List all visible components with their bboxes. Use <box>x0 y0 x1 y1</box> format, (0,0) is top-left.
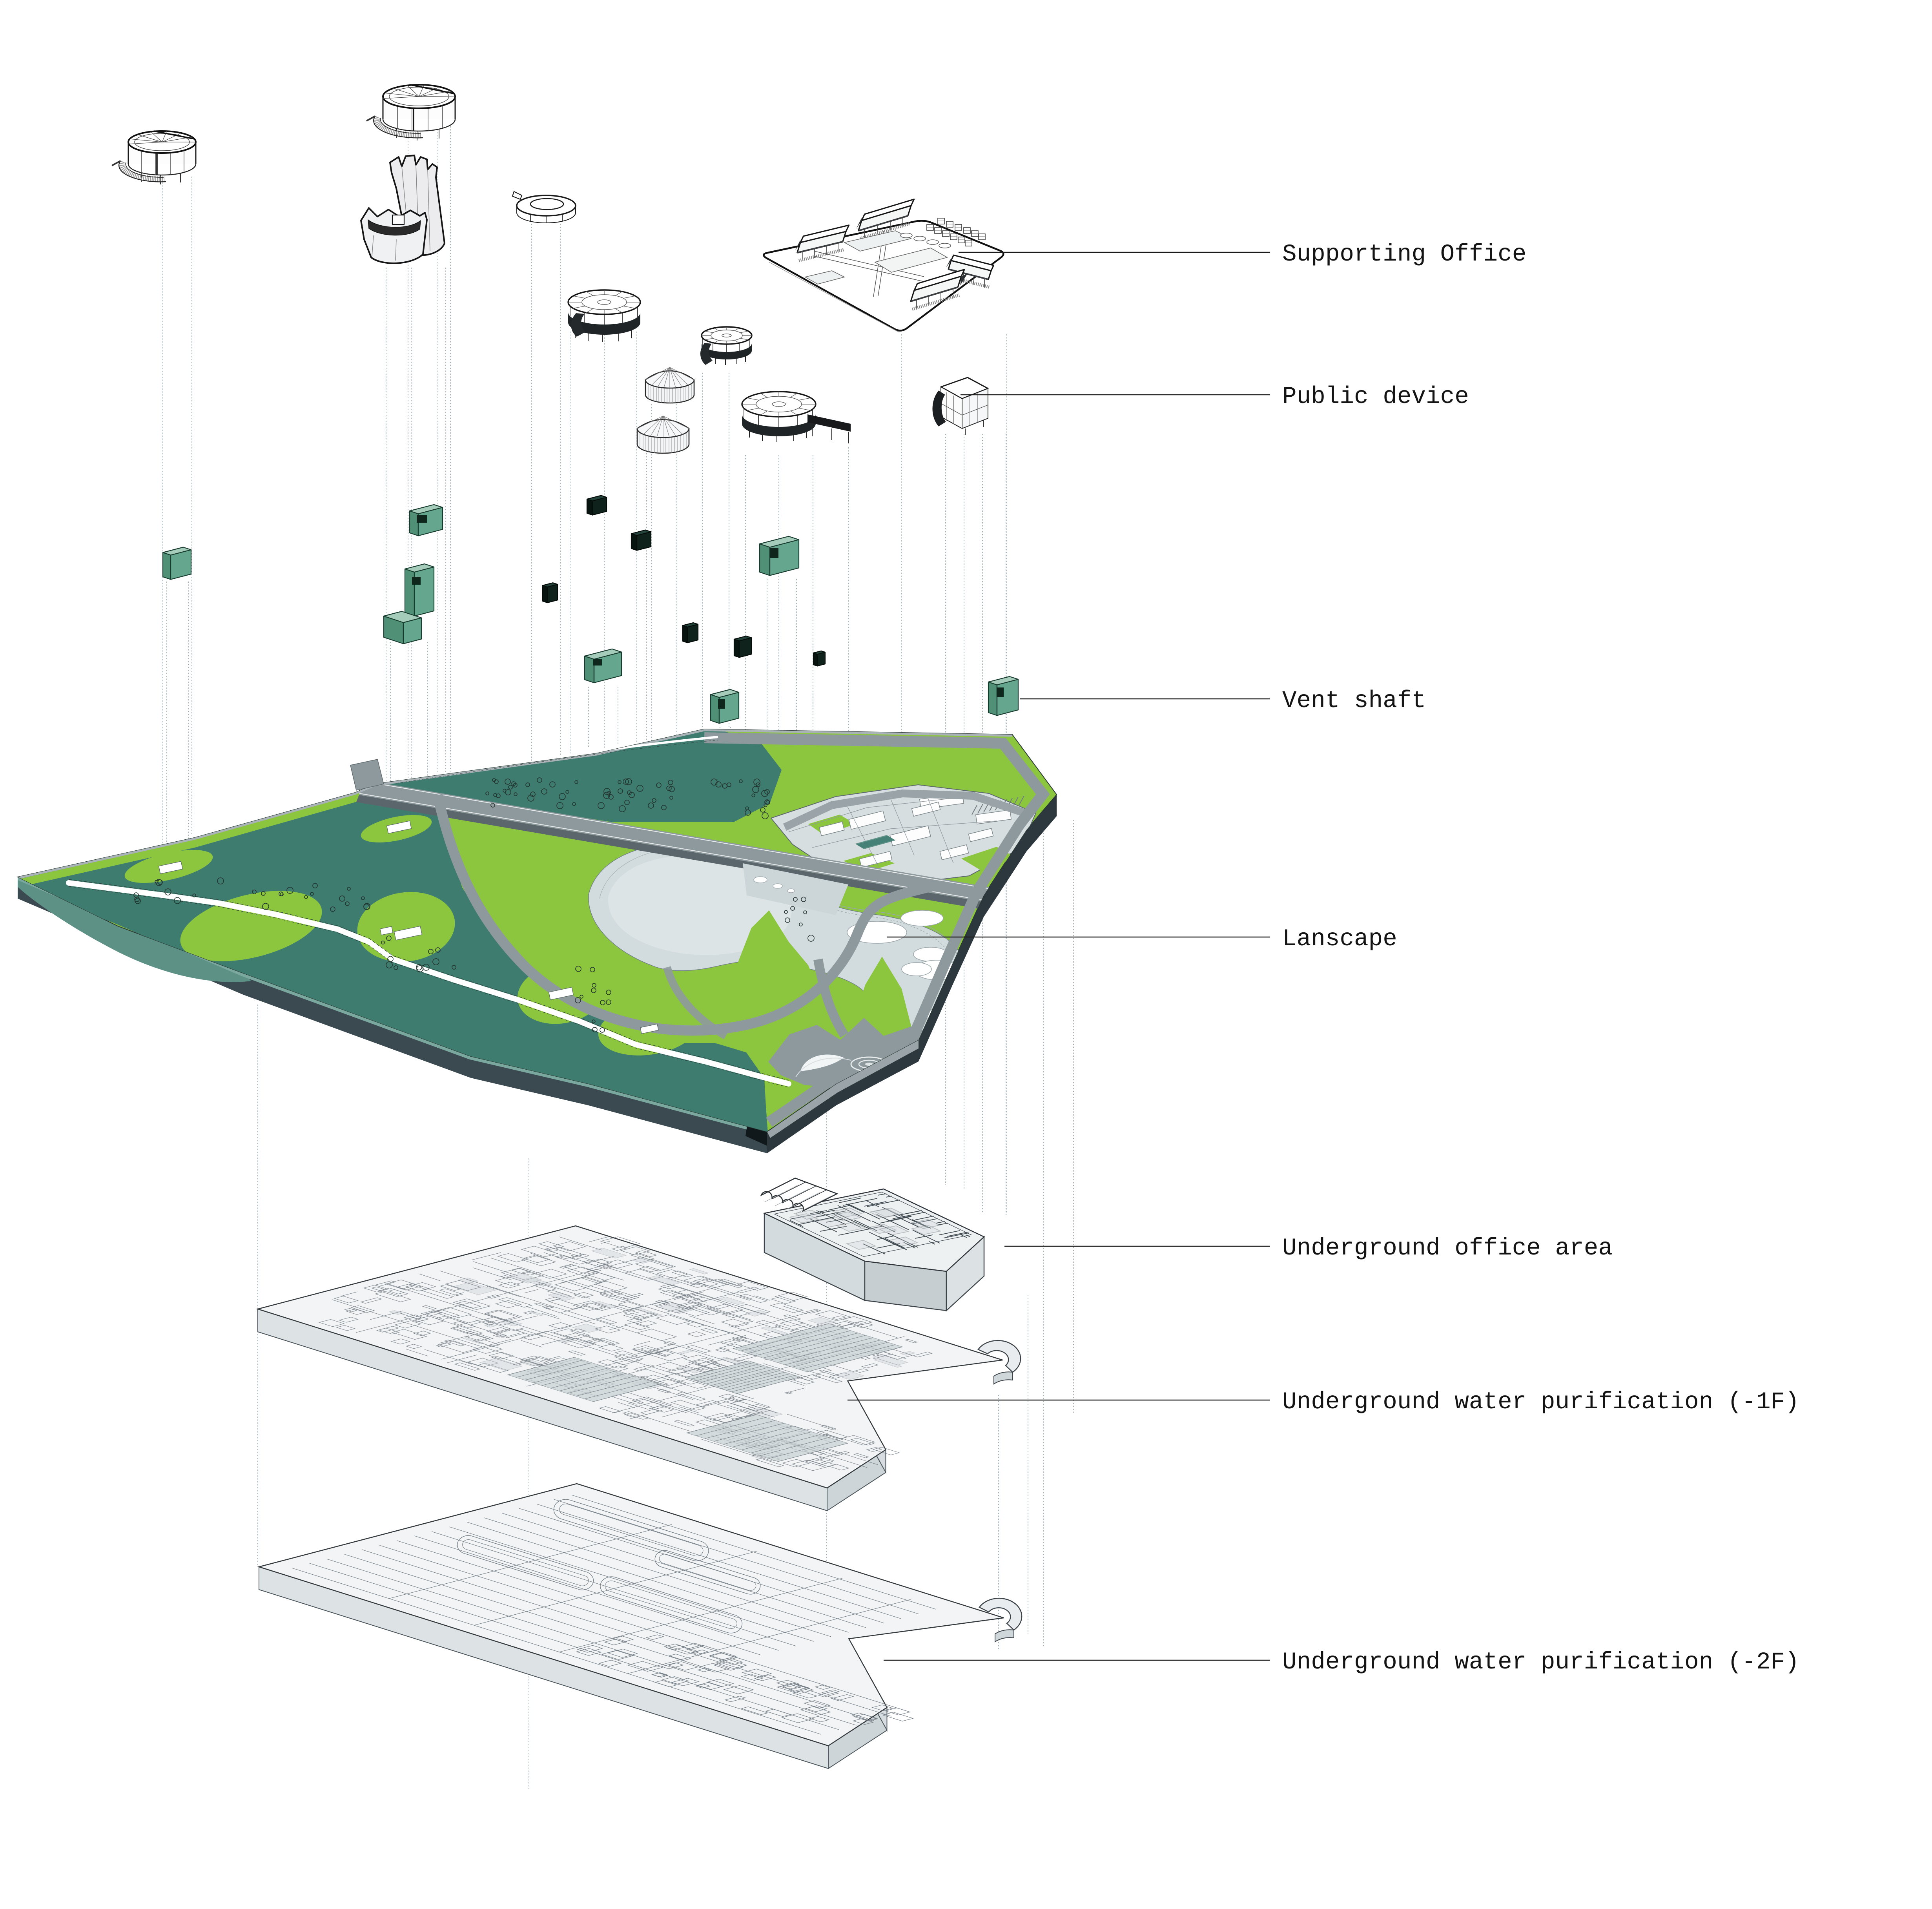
svg-text:Underground office area: Underground office area <box>1282 1235 1613 1262</box>
svg-text:Vent shaft: Vent shaft <box>1282 687 1426 715</box>
svg-text:Supporting Office: Supporting Office <box>1282 241 1526 268</box>
svg-text:Lanscape: Lanscape <box>1282 926 1397 953</box>
svg-text:Underground water purification: Underground water purification (-1F) <box>1282 1389 1799 1416</box>
svg-text:Underground water purification: Underground water purification (-2F) <box>1282 1649 1799 1676</box>
svg-text:Public device: Public device <box>1282 383 1469 410</box>
